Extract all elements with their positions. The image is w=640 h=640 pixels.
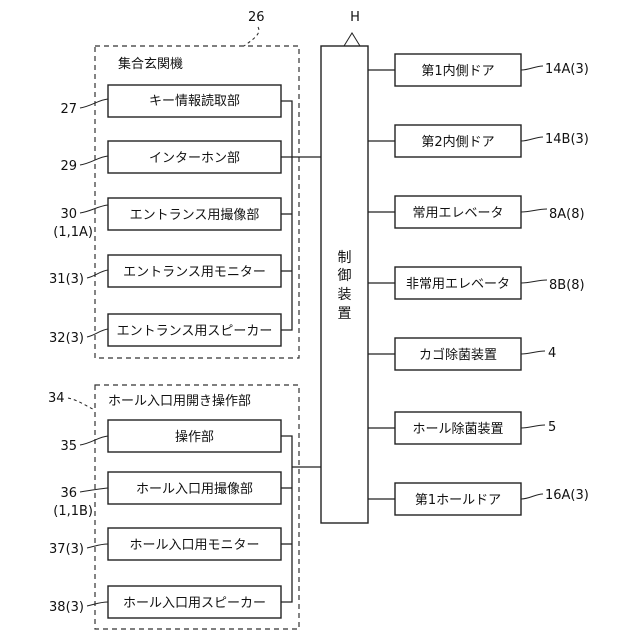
controller-label-char: 装 [338, 287, 352, 303]
output-label: 第2内側ドア [421, 134, 494, 150]
hall-item-ref: 36 [60, 486, 77, 501]
ref-leader [87, 270, 108, 278]
output-label: ホール除菌装置 [412, 422, 503, 437]
ref-leader [521, 494, 543, 499]
entrance-item-ref: 29 [60, 159, 77, 174]
output-ref: 14B(3) [545, 132, 589, 147]
entrance-item-ref: 30 [60, 207, 77, 222]
hall-item-ref: 38(3) [49, 600, 84, 615]
entrance-item-label: エントランス用撮像部 [130, 207, 260, 223]
hall-group-title: ホール入口用開き操作部 [108, 393, 251, 409]
hall-item-label: 操作部 [175, 429, 214, 445]
hall-item-speaker: ホール入口用スピーカー [108, 586, 281, 618]
output-label: 常用エレベータ [412, 206, 503, 221]
hall-item-label: ホール入口用モニター [129, 538, 259, 553]
ref-leader [80, 99, 108, 108]
entrance-group-ref-leader [244, 27, 259, 46]
entrance-item-ref-secondary: (1,1A) [53, 225, 93, 240]
controller-box [321, 46, 368, 523]
entrance-item-camera: エントランス用撮像部 [108, 198, 281, 230]
output-regular-elevator: 常用エレベータ [395, 196, 521, 228]
ref-leader [521, 280, 547, 283]
ref-leader [87, 544, 108, 548]
hall-item-camera: ホール入口用撮像部 [108, 472, 281, 504]
output-hall-sterilizer: ホール除菌装置 [395, 412, 521, 444]
hall-wires [281, 436, 321, 602]
output-label: 第1内側ドア [421, 63, 494, 79]
controller-letter: H [350, 10, 360, 25]
output-ref: 14A(3) [545, 62, 589, 77]
output-wires [368, 70, 395, 499]
ref-leader [80, 205, 108, 213]
ref-leader [521, 137, 543, 141]
output-ref: 16A(3) [545, 488, 589, 503]
output-inner-door-2: 第2内側ドア [395, 125, 521, 157]
hall-item-ref-secondary: (1,1B) [53, 504, 93, 519]
output-inner-door-1: 第1内側ドア [395, 54, 521, 86]
output-hall-door-1: 第1ホールドア [395, 483, 521, 515]
ref-leader [521, 66, 543, 70]
hall-group-ref: 34 [48, 391, 65, 406]
entrance-item-speaker: エントランス用スピーカー [108, 314, 281, 346]
hall-item-ref: 35 [60, 439, 77, 454]
ref-leader [80, 488, 108, 492]
output-label: カゴ除菌装置 [419, 347, 497, 363]
controller-label-char: 置 [338, 306, 352, 322]
output-emergency-elevator: 非常用エレベータ [395, 267, 521, 299]
entrance-item-ref: 31(3) [49, 272, 84, 287]
output-ref: 5 [548, 420, 556, 435]
controller-label-char: 制 [338, 250, 352, 266]
output-label: 非常用エレベータ [406, 277, 510, 292]
hall-item-ref: 37(3) [49, 542, 84, 557]
ref-leader [521, 351, 545, 354]
output-ref: 4 [548, 346, 556, 361]
output-ref: 8A(8) [549, 207, 585, 222]
ref-leader [80, 436, 108, 445]
entrance-item-label: エントランス用モニター [123, 265, 266, 280]
entrance-item-ref: 27 [60, 102, 77, 117]
hall-item-monitor: ホール入口用モニター [108, 528, 281, 560]
entrance-wires [281, 101, 321, 330]
output-label: 第1ホールドア [415, 493, 501, 508]
controller-label-char: 御 [338, 268, 352, 284]
hall-item-label: ホール入口用撮像部 [136, 481, 253, 497]
entrance-item-label: キー情報読取部 [149, 93, 240, 109]
output-car-sterilizer: カゴ除菌装置 [395, 338, 521, 370]
entrance-item-monitor: エントランス用モニター [108, 255, 281, 287]
ref-leader [521, 209, 547, 212]
output-ref: 8B(8) [549, 278, 585, 293]
entrance-item-label: エントランス用スピーカー [117, 324, 273, 339]
ref-leader [80, 156, 108, 165]
entrance-item-label: インターホン部 [149, 151, 240, 166]
entrance-item-ref: 32(3) [49, 331, 84, 346]
hall-item-label: ホール入口用スピーカー [123, 596, 266, 611]
entrance-group-ref: 26 [248, 10, 265, 25]
controller-letter-leader [344, 33, 360, 46]
entrance-item-key-reader: キー情報読取部 [108, 85, 281, 117]
ref-leader [521, 425, 545, 428]
ref-leader [87, 329, 108, 337]
ref-leader [87, 602, 108, 606]
hall-group-ref-leader [68, 398, 95, 410]
entrance-item-intercom: インターホン部 [108, 141, 281, 173]
entrance-group-title: 集合玄関機 [118, 56, 183, 72]
hall-item-operation: 操作部 [108, 420, 281, 452]
